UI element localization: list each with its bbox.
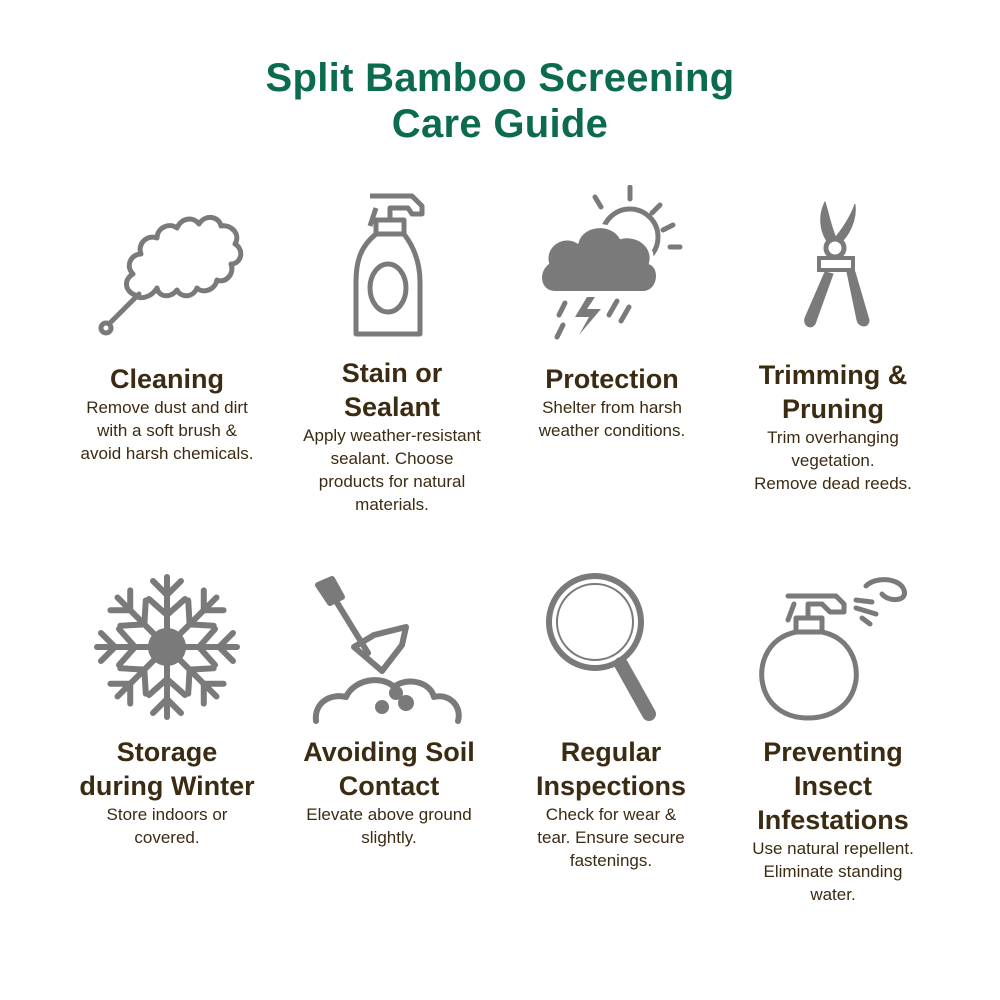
shovel-soil-icon <box>310 575 465 725</box>
title-line: during Winter <box>79 771 255 801</box>
desc-line: water. <box>810 885 856 904</box>
card-title: Storage during Winter <box>47 735 287 803</box>
desc-line: slightly. <box>361 828 417 847</box>
desc-line: Elevate above ground <box>306 805 472 824</box>
duster-icon <box>95 190 250 340</box>
title-line: Stain or <box>341 358 443 388</box>
card-protection: Protection Shelter from harsh weather con… <box>492 362 732 442</box>
card-stain-or-sealant: Stain or Sealant Apply weather-resistant s… <box>272 356 512 516</box>
desc-line: Eliminate standing <box>763 862 903 881</box>
page-title: Split Bamboo Screening Care Guide <box>0 55 1000 147</box>
desc-line: Remove dead reeds. <box>754 474 912 493</box>
card-storage-winter: Storage during Winter Store indoors or cov… <box>47 735 287 849</box>
title-line: Regular <box>560 737 662 767</box>
desc-line: materials. <box>355 495 429 514</box>
snowflake-icon <box>92 572 242 722</box>
title-line: Sealant <box>343 392 441 422</box>
spray-bottle-icon <box>350 192 430 342</box>
title-line: Cleaning <box>109 364 224 394</box>
desc-line: Store indoors or <box>106 805 228 824</box>
pruning-shears-icon <box>795 198 875 333</box>
card-description: Shelter from harsh weather conditions. <box>492 396 732 442</box>
card-title: Trimming & Pruning <box>713 358 953 426</box>
desc-line: with a soft brush & <box>97 421 237 440</box>
card-trimming-pruning: Trimming & Pruning Trim overhanging vegeta… <box>713 358 953 495</box>
desc-line: weather conditions. <box>538 421 686 440</box>
card-description: Trim overhanging vegetation. Remove dead r… <box>713 426 953 495</box>
card-title: Protection <box>492 362 732 396</box>
desc-line: vegetation. <box>791 451 875 470</box>
desc-line: avoid harsh chemicals. <box>80 444 254 463</box>
insect-spray-icon <box>758 572 908 722</box>
card-cleaning: Cleaning Remove dust and dirt with a soft… <box>47 362 287 465</box>
title-line: Insect <box>793 771 873 801</box>
desc-line: Remove dust and dirt <box>86 398 248 417</box>
desc-line: Shelter from harsh <box>542 398 682 417</box>
title-line-1: Split Bamboo Screening <box>265 56 735 100</box>
card-description: Check for wear & tear. Ensure secure faste… <box>491 803 731 872</box>
title-line: Storage <box>116 737 218 767</box>
title-line: Avoiding Soil <box>303 737 475 767</box>
storm-cloud-icon <box>535 185 685 345</box>
card-description: Use natural repellent. Eliminate standing… <box>713 837 953 906</box>
desc-line: covered. <box>134 828 200 847</box>
desc-line: sealant. Choose <box>330 449 454 468</box>
magnifying-glass-icon <box>543 572 663 722</box>
desc-line: Check for wear & <box>545 805 677 824</box>
card-title: Stain or Sealant <box>272 356 512 424</box>
desc-line: Apply weather-resistant <box>303 426 481 445</box>
title-line: Trimming & <box>758 360 908 390</box>
title-line: Inspections <box>535 771 687 801</box>
card-title: Cleaning <box>47 362 287 396</box>
card-description: Apply weather-resistant sealant. Choose pr… <box>272 424 512 516</box>
desc-line: products for natural <box>318 472 466 491</box>
card-description: Elevate above ground slightly. <box>269 803 509 849</box>
title-line: Pruning <box>782 394 884 424</box>
desc-line: Use natural repellent. <box>752 839 914 858</box>
title-line-2: Care Guide <box>391 102 609 146</box>
desc-line: Trim overhanging <box>767 428 899 447</box>
title-line: Preventing <box>763 737 903 767</box>
card-description: Store indoors or covered. <box>47 803 287 849</box>
title-line: Infestations <box>757 805 909 835</box>
title-line: Contact <box>338 771 440 801</box>
desc-line: tear. Ensure secure <box>537 828 685 847</box>
title-line: Protection <box>545 364 679 394</box>
card-description: Remove dust and dirt with a soft brush & a… <box>47 396 287 465</box>
desc-line: fastenings. <box>569 851 653 870</box>
